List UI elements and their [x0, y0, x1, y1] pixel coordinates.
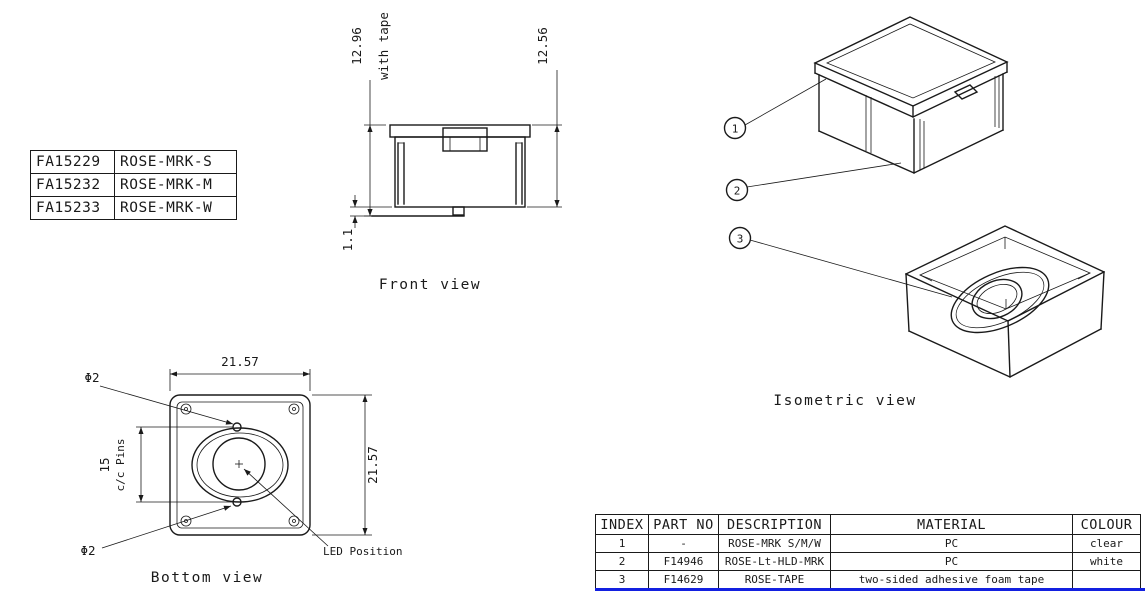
colour-cell [1072, 570, 1141, 589]
dim-pin-note: c/c Pins [114, 439, 127, 492]
part-name-cell: ROSE-MRK-S [114, 150, 237, 174]
dim-height: 21.57 [365, 446, 380, 484]
bom-table: INDEX PART NO DESCRIPTION MATERIAL COLOU… [595, 514, 1141, 589]
bom-header-row: INDEX PART NO DESCRIPTION MATERIAL COLOU… [595, 514, 1141, 535]
callout-2: 2 [725, 162, 902, 202]
part-no-cell: - [648, 534, 719, 553]
bom-row: 1 - ROSE-MRK S/M/W PC clear [595, 534, 1141, 553]
description-cell: ROSE-TAPE [718, 570, 831, 589]
colour-cell: white [1072, 552, 1141, 571]
part-number-table: FA15229 ROSE-MRK-S FA15232 ROSE-MRK-M FA… [30, 150, 237, 220]
dim-width: 21.57 [221, 354, 259, 369]
material-cell: PC [830, 534, 1073, 553]
table-row: FA15232 ROSE-MRK-M [30, 173, 237, 197]
description-cell: ROSE-MRK S/M/W [718, 534, 831, 553]
front-view-label: Front view [379, 277, 481, 293]
bottom-view-drawing: 21.57 21.57 15 c/c Pins Φ2 Φ2 [80, 354, 402, 586]
index-cell: 1 [595, 534, 649, 553]
front-view-box-outline [371, 124, 531, 217]
callout-1: 1 [723, 78, 827, 140]
bottom-view-dimensions: 21.57 21.57 15 c/c Pins Φ2 Φ2 [80, 354, 402, 558]
led-position-label: LED Position [323, 545, 402, 558]
col-header-material: MATERIAL [830, 514, 1073, 535]
dim-hole-top: Φ2 [84, 370, 99, 385]
isometric-closed-box [813, 16, 1009, 174]
material-cell: PC [830, 552, 1073, 571]
frame-accent-line [595, 588, 1145, 591]
isometric-view-label: Isometric view [773, 393, 916, 409]
bottom-view-label: Bottom view [151, 570, 264, 586]
col-header-index: INDEX [595, 514, 649, 535]
bom-row: 3 F14629 ROSE-TAPE two-sided adhesive fo… [595, 570, 1141, 589]
table-row: FA15229 ROSE-MRK-S [30, 150, 237, 174]
col-header-colour: COLOUR [1072, 514, 1141, 535]
part-no-cell: F14946 [648, 552, 719, 571]
front-view-drawing: 12.96 with tape 12.56 1.1 Front view [340, 12, 562, 293]
dim-hole-bottom: Φ2 [80, 543, 95, 558]
index-cell: 3 [595, 570, 649, 589]
col-header-part-no: PART NO [648, 514, 719, 535]
col-header-description: DESCRIPTION [718, 514, 831, 535]
callout-3-number: 3 [737, 233, 744, 246]
material-cell: two-sided adhesive foam tape [830, 570, 1073, 589]
dim-tape-thickness: 1.1 [340, 229, 355, 252]
dim-total-note: with tape [376, 12, 391, 80]
part-no-cell: FA15233 [30, 196, 115, 220]
description-cell: ROSE-Lt-HLD-MRK [718, 552, 831, 571]
part-no-cell: F14629 [648, 570, 719, 589]
bom-row: 2 F14946 ROSE-Lt-HLD-MRK PC white [595, 552, 1141, 571]
index-cell: 2 [595, 552, 649, 571]
part-name-cell: ROSE-MRK-W [114, 196, 237, 220]
part-name-cell: ROSE-MRK-M [114, 173, 237, 197]
front-view-dimensions: 12.96 with tape 12.56 1.1 [340, 12, 562, 251]
table-row: FA15233 ROSE-MRK-W [30, 196, 237, 220]
bottom-view-outline [169, 394, 311, 536]
dim-body-height: 12.56 [535, 27, 550, 65]
part-no-cell: FA15232 [30, 173, 115, 197]
isometric-view-drawing: 1 2 3 Isometric view [723, 16, 1105, 409]
part-no-cell: FA15229 [30, 150, 115, 174]
isometric-open-box [905, 225, 1105, 378]
callout-1-number: 1 [732, 123, 739, 136]
colour-cell: clear [1072, 534, 1141, 553]
dim-total-height: 12.96 [349, 27, 364, 65]
callout-3: 3 [728, 226, 953, 298]
dim-pin-spacing: 15 [97, 457, 112, 472]
callout-2-number: 2 [734, 185, 741, 198]
